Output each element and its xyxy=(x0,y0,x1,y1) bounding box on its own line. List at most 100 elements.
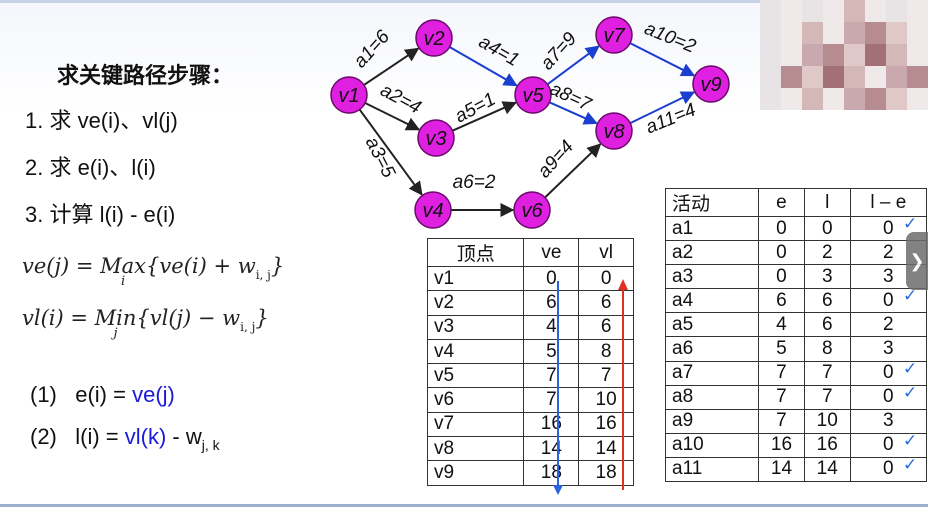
webcam-pixel xyxy=(886,66,907,88)
activity-cell-e: 0 xyxy=(758,240,805,266)
critical-check-icon: ✓ xyxy=(903,358,918,378)
webcam-pixel xyxy=(907,22,928,44)
activity-cell-e: 5 xyxy=(758,336,805,362)
formula-vl-body: {vl(j) − w xyxy=(136,306,241,330)
graph-node-label: v3 xyxy=(425,128,446,150)
graph-node-label: v1 xyxy=(338,85,359,107)
vertex-cell-ve: 14 xyxy=(523,436,580,462)
vertex-cell-ve: 6 xyxy=(523,290,580,316)
webcam-pixel xyxy=(907,0,928,22)
edge-v1-v2 xyxy=(363,47,420,86)
webcam-pixel xyxy=(865,22,886,44)
activity-cell-activity: a8 xyxy=(664,384,760,410)
activity-cell-e: 0 xyxy=(758,215,805,242)
edge-v1-v4 xyxy=(358,108,423,196)
equation-e-rhs: ve(j) xyxy=(132,382,175,407)
step-2: 2. 求 e(i)、l(i) xyxy=(25,155,156,180)
webcam-pixel xyxy=(844,22,865,44)
activity-header-activity: 活动 xyxy=(664,188,760,217)
formula-ve-close: } xyxy=(270,254,285,278)
edge-label: a3=5 xyxy=(361,134,399,182)
activity-cell-activity: a5 xyxy=(664,312,760,338)
equation-e-lhs: e(i) = xyxy=(75,382,133,407)
edge-label: a1=6 xyxy=(350,26,395,72)
formula-vl-op-sub: j xyxy=(113,326,118,341)
activity-cell-l: 10 xyxy=(803,408,851,434)
webcam-pixel xyxy=(844,88,865,110)
webcam-pixel xyxy=(781,0,802,22)
vertex-cell-ve: 18 xyxy=(523,460,580,486)
webcam-pixel xyxy=(823,0,844,22)
activity-cell-l: 7 xyxy=(803,384,851,410)
edge-v8-v9 xyxy=(629,91,696,125)
activity-cell-slack: 0 xyxy=(849,456,928,483)
webcam-pixel xyxy=(823,44,844,66)
vertex-cell-vl: 8 xyxy=(578,338,634,365)
presenter-webcam-thumbnail xyxy=(760,0,928,110)
vertex-cell-ve: 4 xyxy=(523,314,580,340)
webcam-pixel xyxy=(823,22,844,44)
webcam-pixel xyxy=(865,44,886,66)
graph-node-v8: v8 xyxy=(595,112,633,150)
formula-vl-op-text: Min xyxy=(94,306,137,330)
equation-l-sub: j, k xyxy=(201,437,220,453)
formula-ve-op-text: Max xyxy=(100,254,147,278)
vertex-cell-vertex: v6 xyxy=(426,387,525,413)
equation-e: (1) e(i) = ve(j) xyxy=(30,382,175,408)
webcam-pixel xyxy=(781,44,802,66)
webcam-pixel xyxy=(823,66,844,88)
webcam-pixel xyxy=(802,44,823,66)
edge-v7-v9 xyxy=(629,42,696,77)
activity-cell-activity: a2 xyxy=(664,240,760,266)
webcam-pixel xyxy=(844,66,865,88)
vertex-cell-ve: 0 xyxy=(523,265,580,292)
vertex-cell-vl: 7 xyxy=(578,363,634,389)
edge-label: a8=7 xyxy=(546,78,595,116)
graph-node-circle xyxy=(415,19,453,57)
activity-cell-e: 6 xyxy=(758,288,805,314)
vertex-cell-vertex: v9 xyxy=(426,460,525,486)
edge-label: a7=9 xyxy=(537,28,582,74)
slide-top-border xyxy=(0,0,928,3)
graph-node-label: v4 xyxy=(422,200,443,222)
graph-node-v6: v6 xyxy=(513,191,551,229)
activity-cell-activity: a3 xyxy=(664,264,760,290)
activity-cell-l: 7 xyxy=(803,360,851,386)
vertex-cell-vertex: v3 xyxy=(426,314,525,340)
activity-cell-activity: a10 xyxy=(664,432,760,458)
webcam-pixel xyxy=(844,44,865,66)
critical-check-icon: ✓ xyxy=(903,214,918,233)
graph-node-circle xyxy=(595,16,633,54)
vertex-cell-vertex: v5 xyxy=(426,363,525,389)
activity-cell-e: 16 xyxy=(758,432,805,458)
activity-cell-activity: a6 xyxy=(664,336,760,362)
graph-node-label: v7 xyxy=(603,25,625,47)
graph-node-label: v8 xyxy=(603,121,624,143)
webcam-pixel xyxy=(865,66,886,88)
activity-cell-e: 0 xyxy=(758,264,805,290)
slide-bottom-border xyxy=(0,504,928,507)
step-3: 3. 计算 l(i) - e(i) xyxy=(25,202,176,227)
vertex-cell-vl: 14 xyxy=(578,436,634,462)
activity-cell-activity: a9 xyxy=(664,408,760,434)
activity-table-header: 活动 e l l – e xyxy=(664,188,928,217)
vertex-cell-vl: 18 xyxy=(578,460,634,486)
activity-cell-e: 4 xyxy=(758,312,805,338)
vertex-cell-vl: 0 xyxy=(578,265,634,292)
webcam-pixel xyxy=(760,22,781,44)
side-panel-toggle-button[interactable]: ❯ xyxy=(906,232,928,290)
graph-node-circle xyxy=(514,76,552,114)
webcam-pixel xyxy=(886,44,907,66)
activity-cell-activity: a7 xyxy=(664,360,760,386)
vertex-cell-vl: 10 xyxy=(578,387,634,413)
activity-cell-activity: a1 xyxy=(664,215,760,242)
